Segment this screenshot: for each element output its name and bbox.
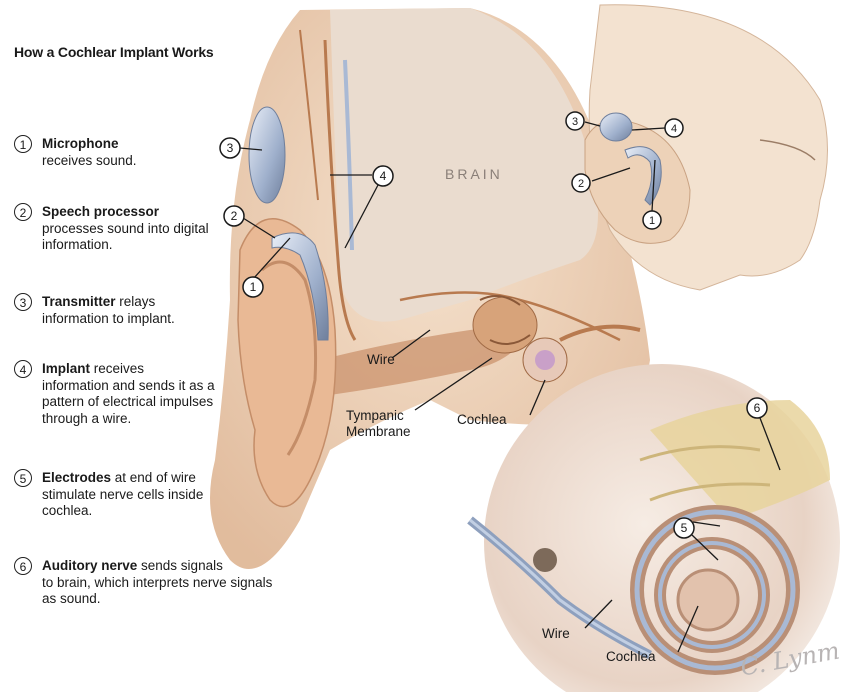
legend-heading: Microphone	[42, 136, 119, 151]
legend-item-3: 3 Transmitter relays information to impla…	[14, 294, 304, 327]
legend-number: 3	[14, 293, 32, 311]
callout-4-child-text: 4	[671, 123, 677, 135]
membrane-label: Membrane	[346, 424, 411, 440]
legend-item-2: 2 Speech processor processes sound into d…	[14, 204, 304, 254]
legend-rest: relays	[116, 294, 156, 309]
legend-rest: receives	[90, 361, 144, 376]
legend-text: information to implant.	[42, 311, 175, 326]
callout-5-text: 5	[681, 521, 688, 535]
callout-4-text: 4	[380, 169, 387, 183]
legend-heading: Electrodes	[42, 470, 111, 485]
cochlea-inset-label: Cochlea	[606, 649, 656, 665]
legend-item-4: 4 Implant receives information and sends …	[14, 361, 304, 427]
cochlea-label: Cochlea	[457, 412, 507, 428]
legend-rest: at end of wire	[111, 470, 196, 485]
wire-label: Wire	[367, 352, 395, 368]
tympanic-label: Tympanic	[346, 408, 404, 424]
legend-heading: Implant	[42, 361, 90, 376]
legend-text: to brain, which interprets nerve signals…	[42, 575, 272, 607]
legend-item-5: 5 Electrodes at end of wire stimulate ner…	[14, 470, 304, 520]
legend-text: receives sound.	[42, 153, 137, 168]
legend-text: information and sends it as a pattern of…	[42, 378, 215, 426]
legend-item-1: 1 Microphone receives sound.	[14, 136, 304, 169]
legend-text: stimulate nerve cells inside cochlea.	[42, 487, 203, 519]
callout-1-text: 1	[250, 280, 257, 294]
wire-inset-label: Wire	[542, 626, 570, 642]
legend-heading: Transmitter	[42, 294, 116, 309]
legend-number: 4	[14, 360, 32, 378]
callout-1-child-text: 1	[649, 215, 655, 227]
legend-number: 1	[14, 135, 32, 153]
legend-number: 5	[14, 469, 32, 487]
callout-3-child-text: 3	[572, 116, 578, 128]
legend-item-6: 6 Auditory nerve sends signals to brain, …	[14, 558, 304, 608]
legend-number: 2	[14, 203, 32, 221]
legend-heading: Speech processor	[42, 204, 159, 219]
callout-2-child-text: 2	[578, 178, 584, 190]
diagram-title: How a Cochlear Implant Works	[14, 44, 214, 60]
legend-rest: sends signals	[137, 558, 223, 573]
brain-label: BRAIN	[445, 166, 503, 182]
callout-6-text: 6	[754, 401, 761, 415]
legend-number: 6	[14, 557, 32, 575]
legend-heading: Auditory nerve	[42, 558, 137, 573]
legend-text: processes sound into digital information…	[42, 221, 209, 253]
